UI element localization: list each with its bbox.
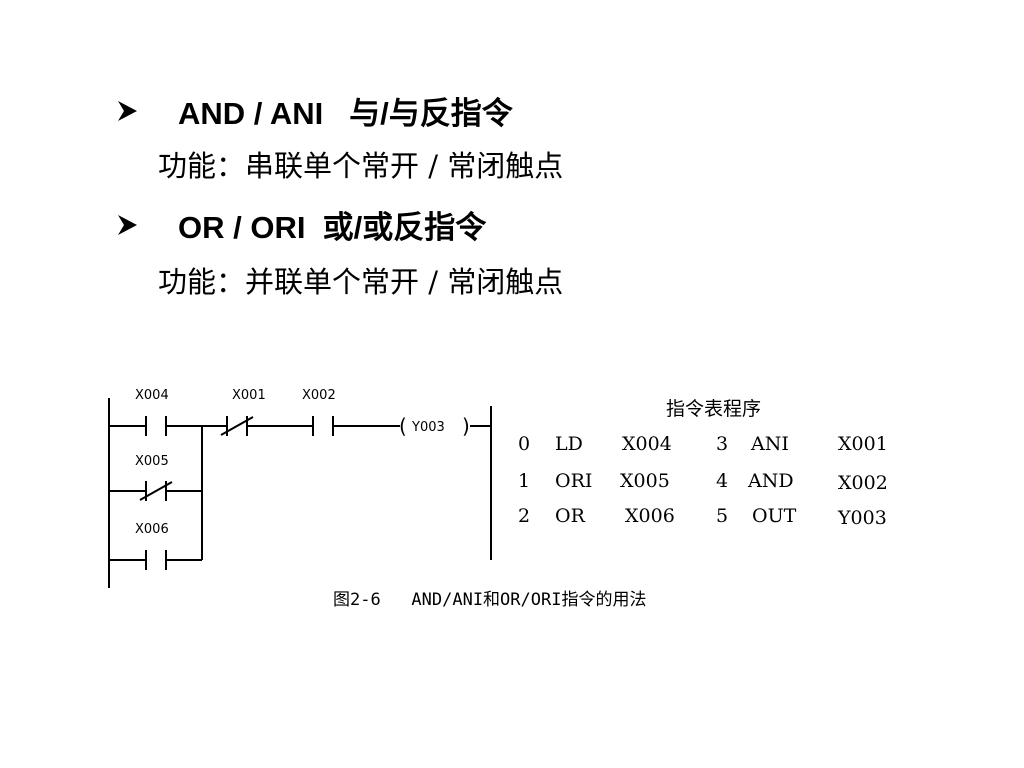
operand-1: X005 — [620, 470, 670, 492]
svg-text:(: ( — [399, 414, 407, 438]
op-2: OR — [555, 505, 585, 527]
operand-4: X002 — [838, 472, 888, 494]
svg-text:): ) — [462, 414, 470, 438]
step-2: 2 — [518, 505, 531, 527]
contact-label-x006: X006 — [135, 522, 169, 537]
step-3: 3 — [716, 433, 729, 455]
arrow-bullet-icon — [118, 214, 137, 235]
arrow-bullet-icon — [118, 100, 137, 121]
instruction-table-title: 指令表程序 — [666, 398, 762, 420]
coil-y003: ( ) Y003 — [399, 414, 470, 438]
operand-3: X001 — [838, 433, 888, 455]
bullet-description: 功能：串联单个常开 / 常闭触点 — [158, 149, 564, 183]
op-0: LD — [555, 433, 583, 455]
op-4: AND — [748, 470, 794, 492]
bullet-or-ori: OR / ORI 或/或反指令 — [116, 202, 486, 247]
op-5: OUT — [752, 505, 797, 527]
contact-x005 — [139, 481, 173, 501]
contact-label-x004: X004 — [135, 388, 169, 403]
contact-label-x001: X001 — [232, 388, 266, 403]
bullet-description: 功能：并联单个常开 / 常闭触点 — [158, 265, 564, 299]
coil-label-y003: Y003 — [411, 420, 445, 435]
contact-x006 — [145, 550, 167, 570]
op-3: ANI — [751, 433, 789, 455]
contact-label-x005: X005 — [135, 454, 169, 469]
figure-caption: 图2-6 AND/ANI和OR/ORI指令的用法 — [333, 590, 647, 610]
operand-5: Y003 — [838, 507, 887, 529]
contact-x002 — [312, 416, 334, 436]
bullet-and-ani: AND / ANI 与/与反指令 — [116, 88, 513, 133]
contact-label-x002: X002 — [302, 388, 336, 403]
operand-2: X006 — [625, 505, 675, 527]
contact-x004 — [145, 416, 167, 436]
bullet-heading: AND / ANI 与/与反指令 — [178, 96, 513, 131]
step-0: 0 — [518, 433, 531, 455]
ladder-diagram: X004 X005 X006 X001 X002 ( ) Y003 — [108, 388, 492, 588]
contact-x001 — [220, 416, 254, 436]
op-1: ORI — [555, 470, 593, 492]
step-5: 5 — [716, 505, 729, 527]
step-4: 4 — [716, 470, 729, 492]
operand-0: X004 — [622, 433, 672, 455]
bullet-heading: OR / ORI 或/或反指令 — [178, 210, 487, 245]
step-1: 1 — [518, 470, 531, 492]
